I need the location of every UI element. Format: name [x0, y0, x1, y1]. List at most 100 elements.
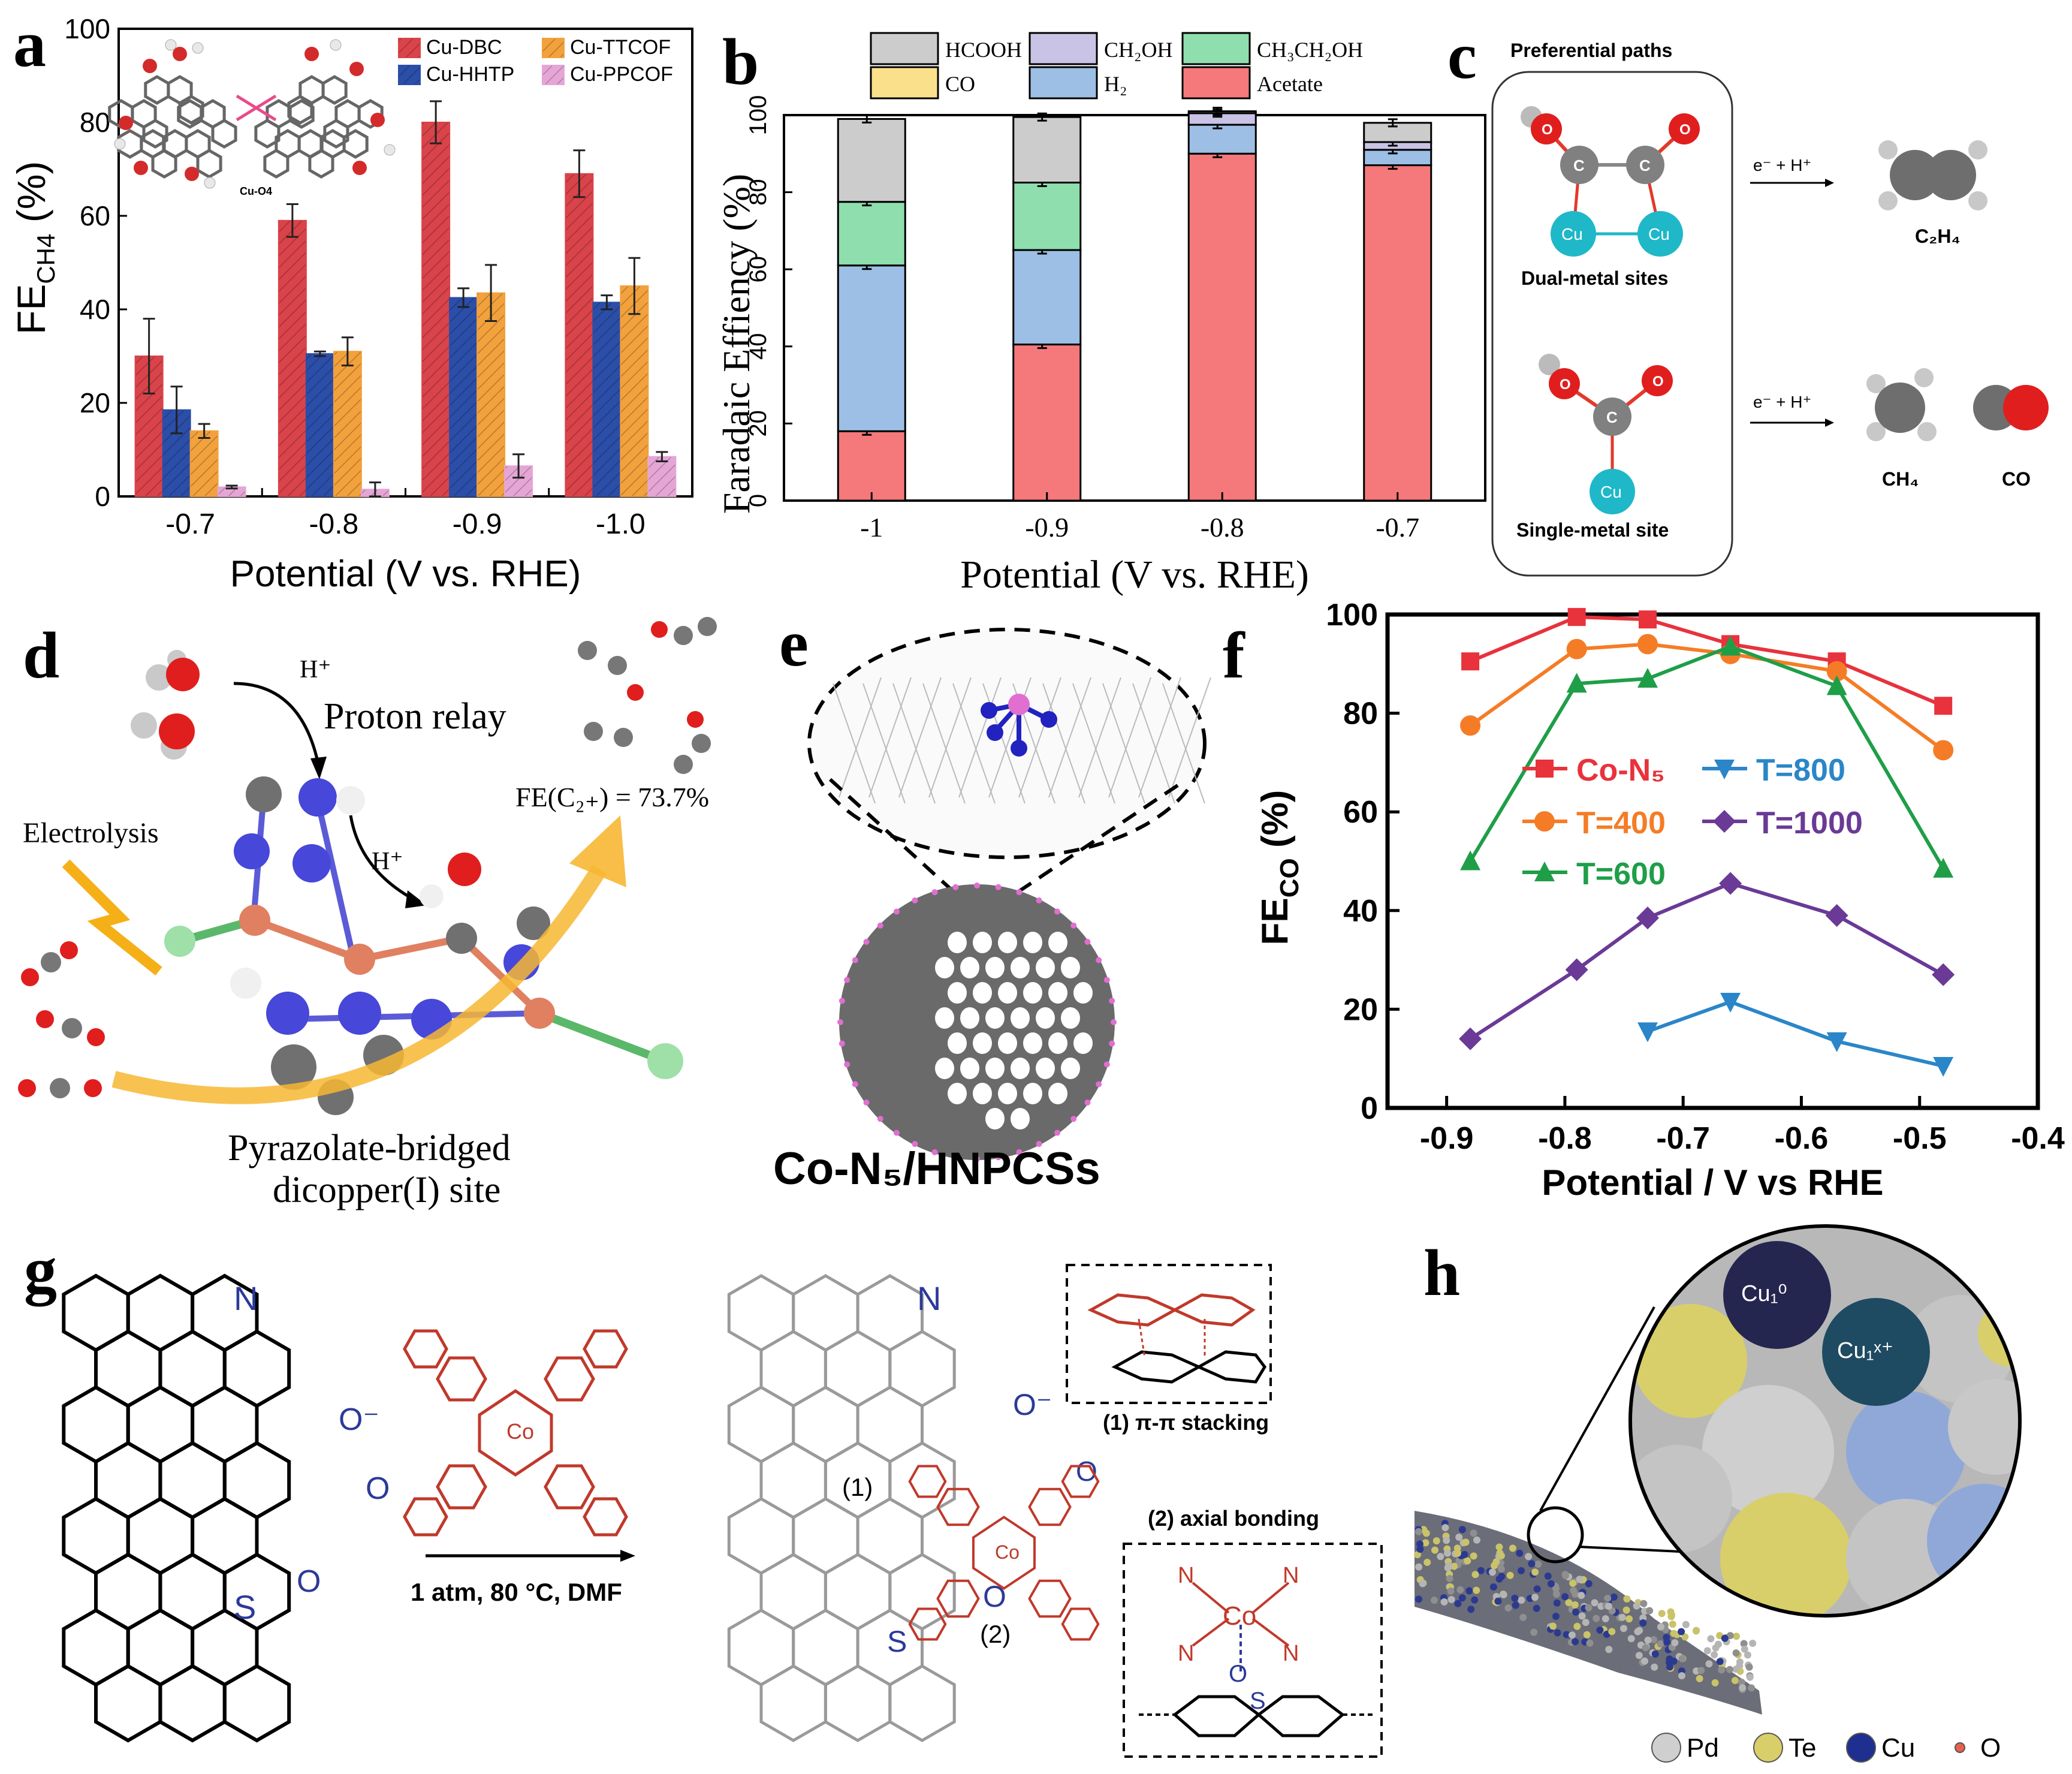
y-axis-label: FECH4 (%) [9, 161, 60, 335]
x-tick-label: -0.9 [453, 508, 502, 540]
cux-label: Cu₁ˣ⁺ [1837, 1338, 1893, 1363]
pore [1061, 1007, 1080, 1029]
surface-dot [1070, 922, 1077, 929]
stacked-bar-Acetate [1012, 344, 1082, 502]
preferential-paths-title: Preferential paths [1510, 40, 1672, 61]
surface-dot [863, 1100, 870, 1106]
single-metal-molecule: O C O Cu [1539, 354, 1673, 514]
pore [1011, 1058, 1030, 1079]
water-molecules [131, 650, 200, 760]
panel-c: c Preferential paths O C C O Cu Cu Dual-… [1447, 19, 2049, 577]
lightning-icon [62, 859, 162, 976]
proton-arrow-1 [233, 682, 319, 762]
product-c2h4: C₂H₄ [1915, 225, 1961, 247]
x-tick-label: -1.0 [596, 508, 646, 540]
legend-label: Cu-DBC [426, 36, 502, 59]
pyridinic-n: N [234, 1279, 258, 1317]
co-molecule [1973, 385, 2049, 430]
pi-stacking-label: (1) π-π stacking [1103, 1410, 1269, 1435]
data-point [1567, 608, 1586, 627]
product-copc [908, 1465, 1100, 1641]
legend-label: T=600 [1576, 857, 1666, 891]
axial-co: Co [1223, 1601, 1256, 1631]
data-point [1826, 661, 1847, 682]
panel-e: e Co-N₅/HNPCSs [773, 607, 1211, 1194]
site-label-2: (2) [980, 1620, 1011, 1648]
panel-f: f 020406080100-0.9-0.8-0.7-0.6-0.5-0.4Po… [1223, 598, 2065, 1203]
panel-a: a 020406080100-0.7-0.8-0.9-1.0Potential … [9, 7, 693, 595]
product-n: N [917, 1279, 941, 1317]
surface-dot [1096, 1081, 1102, 1088]
surface-dot [877, 1116, 883, 1122]
pore [998, 1032, 1017, 1054]
legend-dot-Pd [1651, 1733, 1681, 1763]
series-line-T=400 [1469, 642, 1944, 752]
series-line-T=600 [1468, 644, 1945, 870]
y-tick-label: 60 [1343, 795, 1378, 830]
surface-dot [1111, 1019, 1117, 1025]
y-tick-label: 80 [745, 179, 771, 206]
pore [1036, 1007, 1055, 1029]
data-point [1720, 993, 1741, 1013]
surface-dot [912, 1141, 918, 1147]
product-s: S [887, 1625, 907, 1658]
co-n5-site [981, 694, 1057, 757]
bar-Cu-DBC [421, 122, 451, 497]
pore [1048, 982, 1067, 1004]
legend-label: Cu-HHTP [426, 63, 514, 86]
panel-e-letter: e [779, 607, 809, 680]
pore [948, 932, 967, 953]
bar-Cu-TTCOF [476, 292, 506, 497]
bar-Cu-HHTP [592, 302, 622, 497]
panel-d: d H⁺ Proton relay H⁺ Electrolysis [18, 617, 717, 1210]
pore [1011, 1108, 1030, 1130]
graphene-lattice [833, 677, 1211, 804]
axial-bonding-label: (2) axial bonding [1148, 1506, 1319, 1531]
panel-a-letter: a [13, 7, 46, 80]
reagent-bottom: e⁻ + H⁺ [1753, 393, 1811, 411]
pore [960, 1058, 979, 1079]
product-axial-o: O [983, 1580, 1006, 1613]
x-axis-label: Potential (V vs. RHE) [230, 553, 581, 595]
surface-dot [839, 1040, 845, 1047]
ethylene-molecule [1878, 140, 1987, 210]
legend-swatch [870, 32, 939, 65]
y-tick-label: 100 [745, 95, 771, 135]
data-point [1934, 697, 1953, 715]
legend-label: T=800 [1756, 753, 1845, 788]
legend-label: H₂ [1104, 72, 1127, 96]
pore [1023, 932, 1042, 953]
stacked-bar-Acetate [1363, 164, 1432, 502]
data-point [1720, 635, 1741, 656]
data-point [1933, 740, 1954, 761]
stacked-bar-CH3CH2OH [837, 201, 906, 267]
surface-dot [863, 938, 870, 945]
x-axis-label: Potential / V vs RHE [1542, 1162, 1883, 1203]
legend-swatch [1029, 66, 1098, 100]
y-tick-label: 20 [1343, 992, 1378, 1027]
surface-dot [893, 1130, 900, 1136]
svg-text:Cu: Cu [1561, 225, 1583, 243]
pore [1048, 932, 1067, 953]
panel-h-letter: h [1423, 1236, 1460, 1309]
surface-dot [974, 1156, 980, 1162]
surface-dot [1103, 1061, 1110, 1068]
bar-Cu-PPCOF [647, 456, 677, 498]
y-axis-label: Faradaic Effiency (%) [715, 174, 758, 514]
pore [1061, 957, 1080, 978]
surface-dot [1036, 897, 1042, 903]
y-tick-label: 80 [1343, 697, 1378, 731]
pore [1023, 982, 1042, 1004]
svg-text:N: N [1283, 1641, 1299, 1666]
pore [1048, 1032, 1067, 1054]
proton-arrow-2 [349, 815, 415, 901]
surface-dot [1016, 1149, 1023, 1155]
surface-dot [1103, 977, 1110, 983]
axial-s: S [1250, 1688, 1266, 1714]
bar-Cu-HHTP [305, 353, 334, 497]
structure-caption-line2: dicopper(I) site [273, 1170, 500, 1210]
surface-dot [952, 884, 959, 890]
legend-label-Cu: Cu [1881, 1733, 1915, 1763]
axial-bonding-box [1123, 1543, 1383, 1758]
